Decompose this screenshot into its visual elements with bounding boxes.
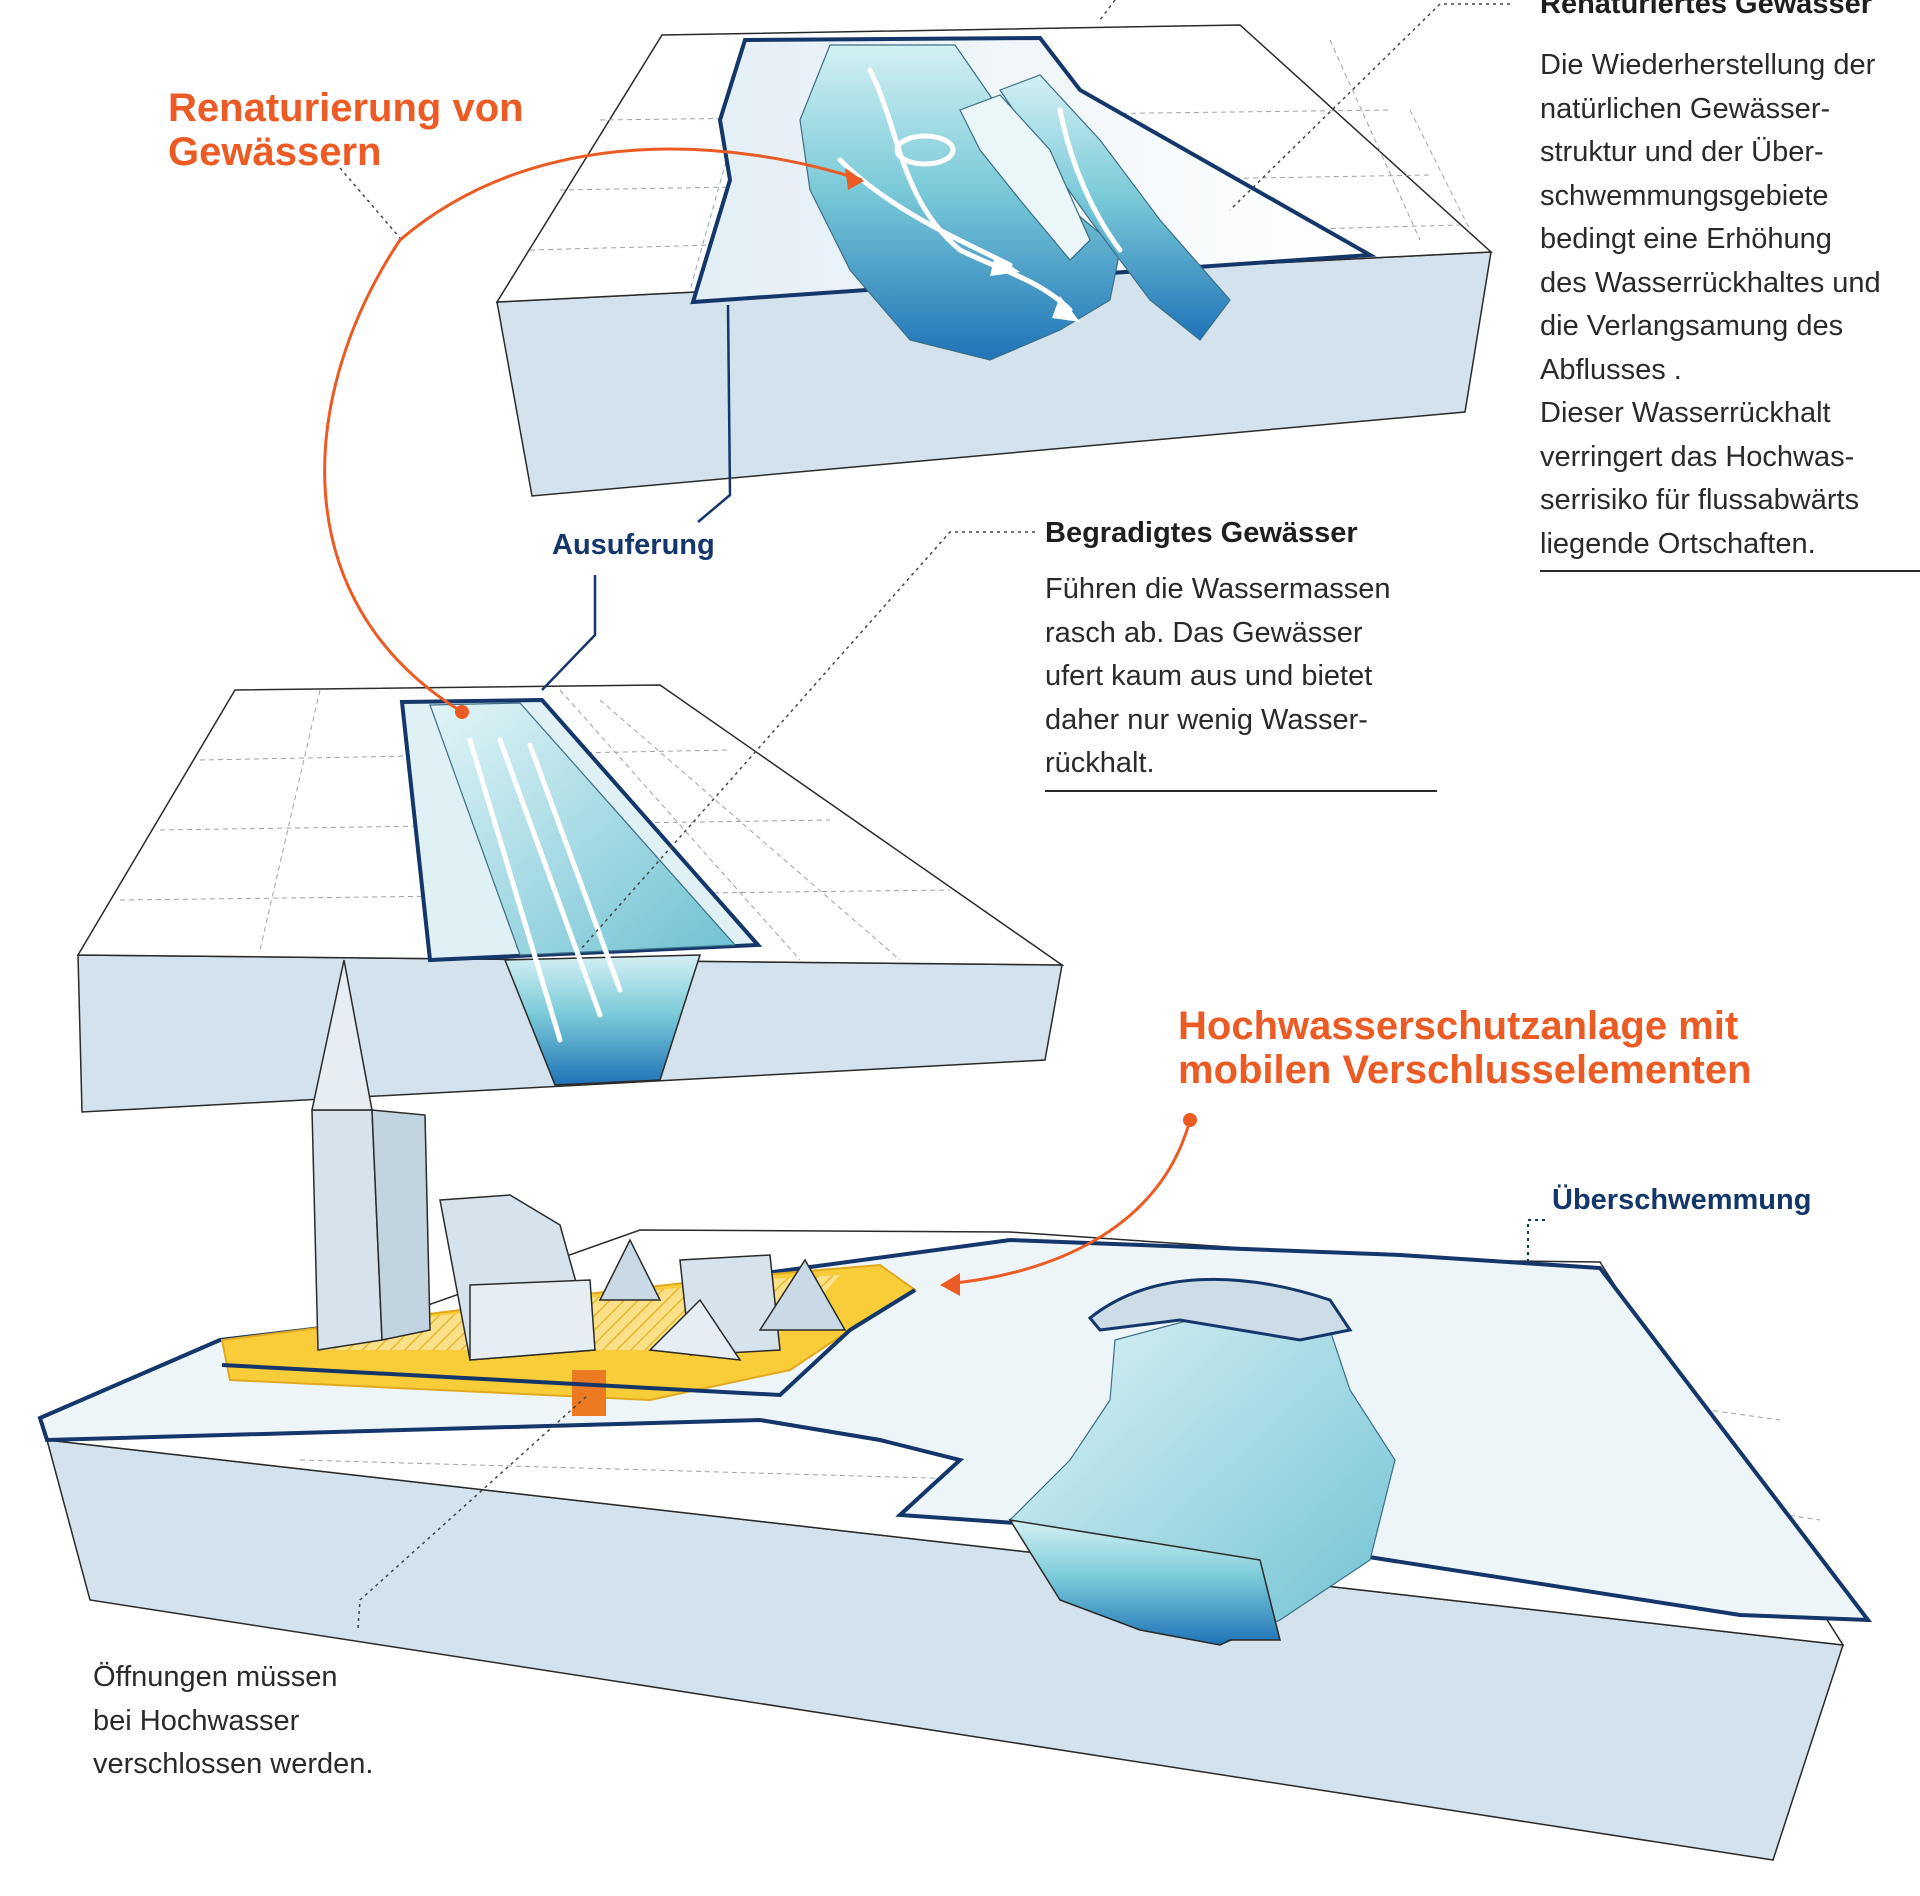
block-top-arrow-head (1052, 296, 1080, 322)
house-4 (648, 1298, 742, 1361)
renaturierung-dot (455, 705, 469, 719)
heading-renaturierung: Renaturierung von Gewässern (168, 86, 524, 174)
label-ausuferung: Ausuferung (552, 529, 715, 561)
top-leader (1099, 0, 1116, 21)
renaturiertes-rule (1540, 570, 1920, 572)
ueberschwemmung-leader (1527, 1219, 1545, 1265)
hochwasser-arrow (943, 1119, 1192, 1286)
oeffnungen-leader (357, 1394, 589, 1629)
heading-hochwasserschutz: Hochwasserschutzanlage mit mobilen Versc… (1178, 1004, 1752, 1092)
begradigtes-title: Begradigtes Gewässer (1045, 517, 1358, 549)
block-top-arrow-head-2 (990, 255, 1020, 276)
ausuferung-leader-bottom (541, 575, 597, 691)
label-ueberschwemmung: Überschwemmung (1552, 1184, 1812, 1216)
renaturiertes-title: Renaturiertes Gewässer (1540, 0, 1873, 20)
church-tower-side (371, 1109, 431, 1341)
renaturiertes-leader (1229, 3, 1510, 211)
block-bottom-dam-line (221, 1288, 917, 1398)
hochwasser-arrowhead (940, 1273, 960, 1296)
begradigtes-body: Führen die Wassermassen rasch ab. Das Ge… (1045, 573, 1391, 779)
block-ortschaft (37, 959, 1873, 1861)
block-top-island (959, 94, 1091, 261)
callout-lines (323, 0, 1545, 1629)
begradigtes-rule (1045, 790, 1437, 792)
oeffnungen-body: Öffnungen müssen bei Hochwasser verschlo… (93, 1661, 374, 1780)
begradigtes-leader (579, 531, 1035, 951)
renaturierung-arrow (323, 147, 863, 714)
block-bottom-bridge (1087, 1277, 1353, 1342)
block-renaturiert (495, 24, 1493, 497)
block-mid-water (429, 702, 737, 956)
house-1-front (469, 1279, 596, 1361)
church-spire (311, 959, 373, 1111)
block-mid-flow-arrows (467, 737, 623, 1043)
block-bottom-dam-opening (572, 1370, 606, 1416)
block-top-flow-arrows (837, 67, 1123, 313)
renaturierung-leader (339, 167, 401, 239)
block-mid-channel-cut (503, 954, 702, 1086)
house-2 (598, 1238, 662, 1301)
renaturiertes-body: Die Wiederherstellung der natürlichen Ge… (1540, 49, 1881, 560)
house-5 (758, 1258, 847, 1331)
hochwasser-dot (1183, 1113, 1197, 1127)
block-begradigt (76, 684, 1065, 1113)
ausuferung-leader-top (697, 304, 732, 523)
block-bottom-river-cut (1008, 1518, 1281, 1646)
renaturierung-arrowhead (845, 168, 864, 190)
church-tower (311, 1109, 383, 1351)
